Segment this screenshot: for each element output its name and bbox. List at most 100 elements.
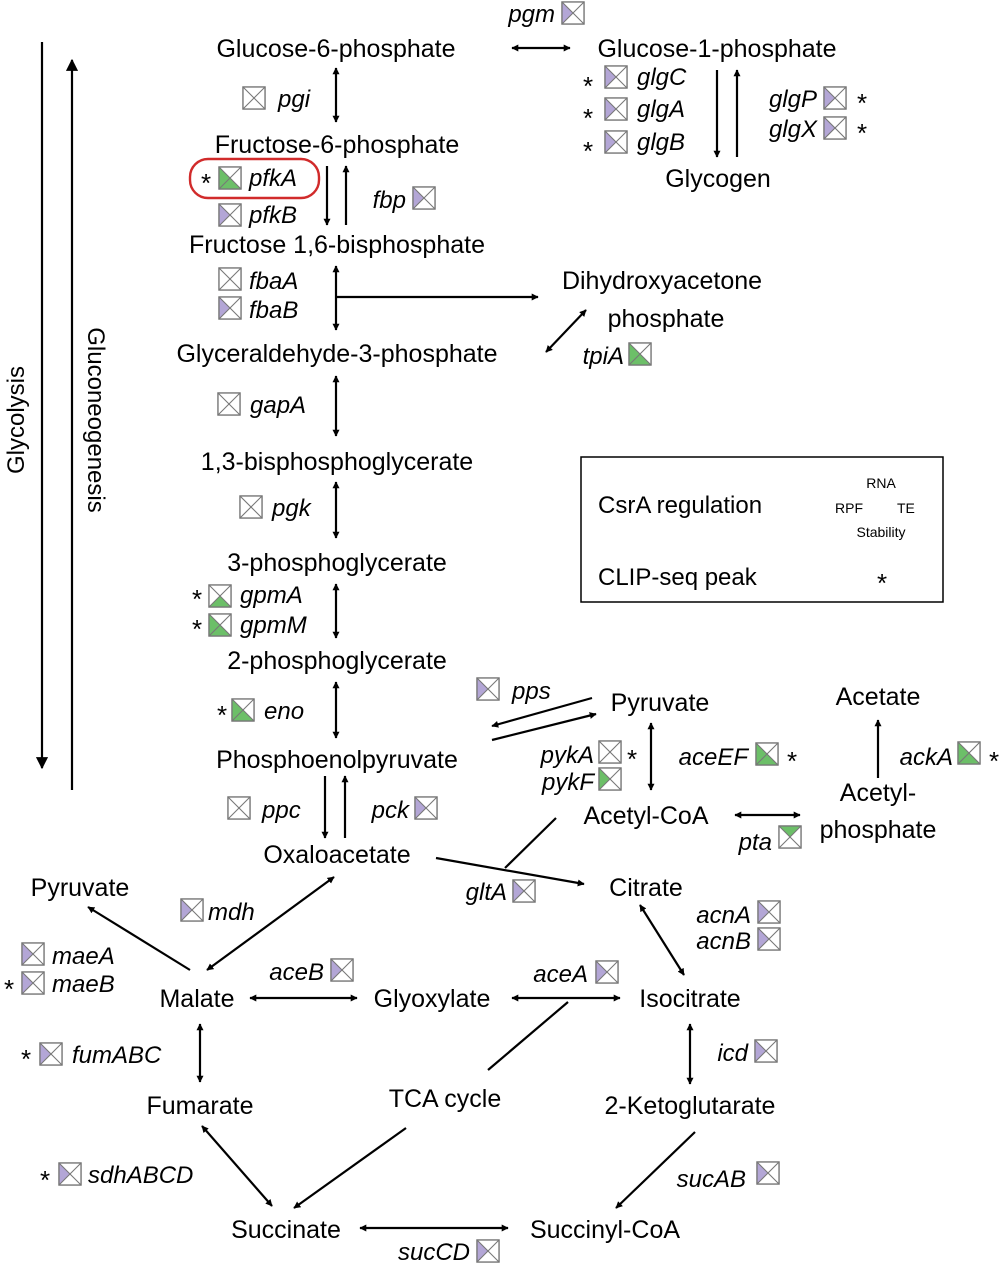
- box-rpf-glgp: [824, 87, 835, 109]
- box-rna-pta: [779, 826, 801, 837]
- box-te-glga: [616, 98, 627, 120]
- box-te-aceef: [767, 743, 778, 765]
- gene-glga: glgA: [637, 96, 685, 123]
- metabolite-dhap-line1: Dihydroxyacetone: [562, 267, 762, 295]
- box-rna-pgk: [240, 496, 262, 507]
- regulation-box-gpma: [208, 584, 232, 608]
- box-rna-pck: [415, 797, 437, 808]
- box-rpf-acka: [958, 742, 969, 764]
- gene-glgx: glgX: [769, 116, 818, 143]
- gene-icd: icd: [717, 1040, 748, 1067]
- regulation-box-pfkb: [218, 203, 242, 227]
- box-stability-gpmm: [209, 625, 231, 636]
- clip-star-glgb: *: [583, 136, 593, 166]
- gene-succd: sucCD: [398, 1239, 470, 1266]
- box-stability-sdhabcd: [59, 1174, 81, 1185]
- box-rna-glga: [605, 98, 627, 109]
- metabolite-malate: Malate: [159, 985, 234, 1013]
- box-rna-acnb: [758, 928, 780, 939]
- arrow-tca-succinate: [293, 1127, 407, 1209]
- regulation-box-sdhabcd: [58, 1162, 82, 1186]
- clip-star-maeb: *: [4, 974, 14, 1004]
- metabolite-oaa: Oxaloacetate: [263, 841, 410, 869]
- clip-seq-stars: * * * * * * * * * * * * * * *: [4, 71, 999, 1195]
- metabolite-2pg: 2-phosphoglycerate: [227, 647, 447, 675]
- box-rna-glta: [513, 880, 535, 891]
- gene-sucab: sucAB: [677, 1166, 746, 1193]
- gene-labels: pgm pgi glgC glgA glgB glgP glgX pfkA pf…: [52, 1, 953, 1266]
- box-te-pgm: [573, 2, 584, 24]
- arrow-fumarate-succinate: [201, 1125, 273, 1207]
- gene-gpmm: gpmM: [240, 612, 307, 639]
- box-rna-gapa: [218, 393, 240, 404]
- box-te-acna: [769, 901, 780, 923]
- box-te-glgb: [616, 131, 627, 153]
- box-rna-gpma: [209, 585, 231, 596]
- box-te-gpmm: [220, 614, 231, 636]
- regulation-box-glga: [604, 97, 628, 121]
- box-rpf-ppc: [228, 797, 239, 819]
- regulation-box-tpia: [628, 342, 652, 366]
- box-rpf-gpma: [209, 585, 220, 607]
- box-te-pgi: [254, 87, 265, 109]
- metabolite-citrate: Citrate: [609, 874, 683, 902]
- glycolysis-label: Glycolysis: [3, 366, 30, 474]
- clip-star-eno: *: [217, 700, 227, 730]
- box-te-fbaa: [230, 268, 241, 290]
- metabolite-acetate: Acetate: [836, 683, 921, 711]
- metabolite-pyruvate-2: Pyruvate: [31, 874, 130, 902]
- metabolite-acetylcoa: Acetyl-CoA: [583, 802, 708, 830]
- regulation-box-pck: [414, 796, 438, 820]
- box-rna-fumabc: [40, 1043, 62, 1054]
- regulation-box-maeb: [21, 971, 45, 995]
- box-rpf-pfka: [219, 167, 230, 189]
- box-te-fumabc: [51, 1043, 62, 1065]
- box-te-aceb: [342, 959, 353, 981]
- box-te-fbp: [424, 187, 435, 209]
- box-rpf-aceef: [756, 743, 767, 765]
- box-stability-glgp: [824, 98, 846, 109]
- box-stability-pta: [779, 837, 801, 848]
- gene-acnb: acnB: [696, 928, 751, 955]
- box-rna-fbp: [413, 187, 435, 198]
- legend: CsrA regulation RNA RPF TE Stability CLI…: [580, 456, 944, 603]
- regulation-box-fbaa: [218, 267, 242, 291]
- gene-sdhabcd: sdhABCD: [88, 1162, 193, 1189]
- box-te-fbab: [230, 297, 241, 319]
- arrow-pep-pyruvate: [491, 712, 597, 742]
- box-te-glta: [524, 880, 535, 902]
- box-te-glgc: [616, 66, 627, 88]
- box-rna-maeb: [22, 972, 44, 983]
- gene-eno: eno: [264, 698, 304, 725]
- gene-pykf: pykF: [541, 769, 595, 796]
- box-rna-fbab: [219, 297, 241, 308]
- box-stability-maeb: [22, 983, 44, 994]
- box-stability-pfkb: [219, 215, 241, 226]
- box-rpf-sucab: [757, 1162, 768, 1184]
- legend-clip-label: CLIP-seq peak: [598, 564, 758, 591]
- regulation-box-icd: [754, 1039, 778, 1063]
- box-rpf-pck: [415, 797, 426, 819]
- box-stability-fumabc: [40, 1054, 62, 1065]
- gene-pyka: pykA: [540, 742, 594, 769]
- arrow-oaa-citrate: [435, 856, 585, 887]
- box-stability-glga: [605, 109, 627, 120]
- regulation-box-pykf: [598, 767, 622, 791]
- box-te-acnb: [769, 928, 780, 950]
- gene-mdh: mdh: [208, 899, 255, 926]
- box-stability-pgi: [243, 98, 265, 109]
- box-te-succd: [488, 1240, 499, 1262]
- gene-pgm: pgm: [507, 1, 555, 28]
- clip-star-pfka: *: [201, 168, 211, 198]
- box-rna-succd: [477, 1240, 499, 1251]
- regulation-box-aceb: [330, 958, 354, 982]
- regulation-box-glgp: [823, 86, 847, 110]
- metabolite-pep: Phosphoenolpyruvate: [216, 746, 458, 774]
- box-rna-glgb: [605, 131, 627, 142]
- box-rna-acka: [958, 742, 980, 753]
- box-stability-sucab: [757, 1173, 779, 1184]
- regulation-box-gpmm: [208, 613, 232, 637]
- box-te-acea: [607, 961, 618, 983]
- box-stability-succd: [477, 1251, 499, 1262]
- arrow-malate-oaa: [206, 876, 335, 971]
